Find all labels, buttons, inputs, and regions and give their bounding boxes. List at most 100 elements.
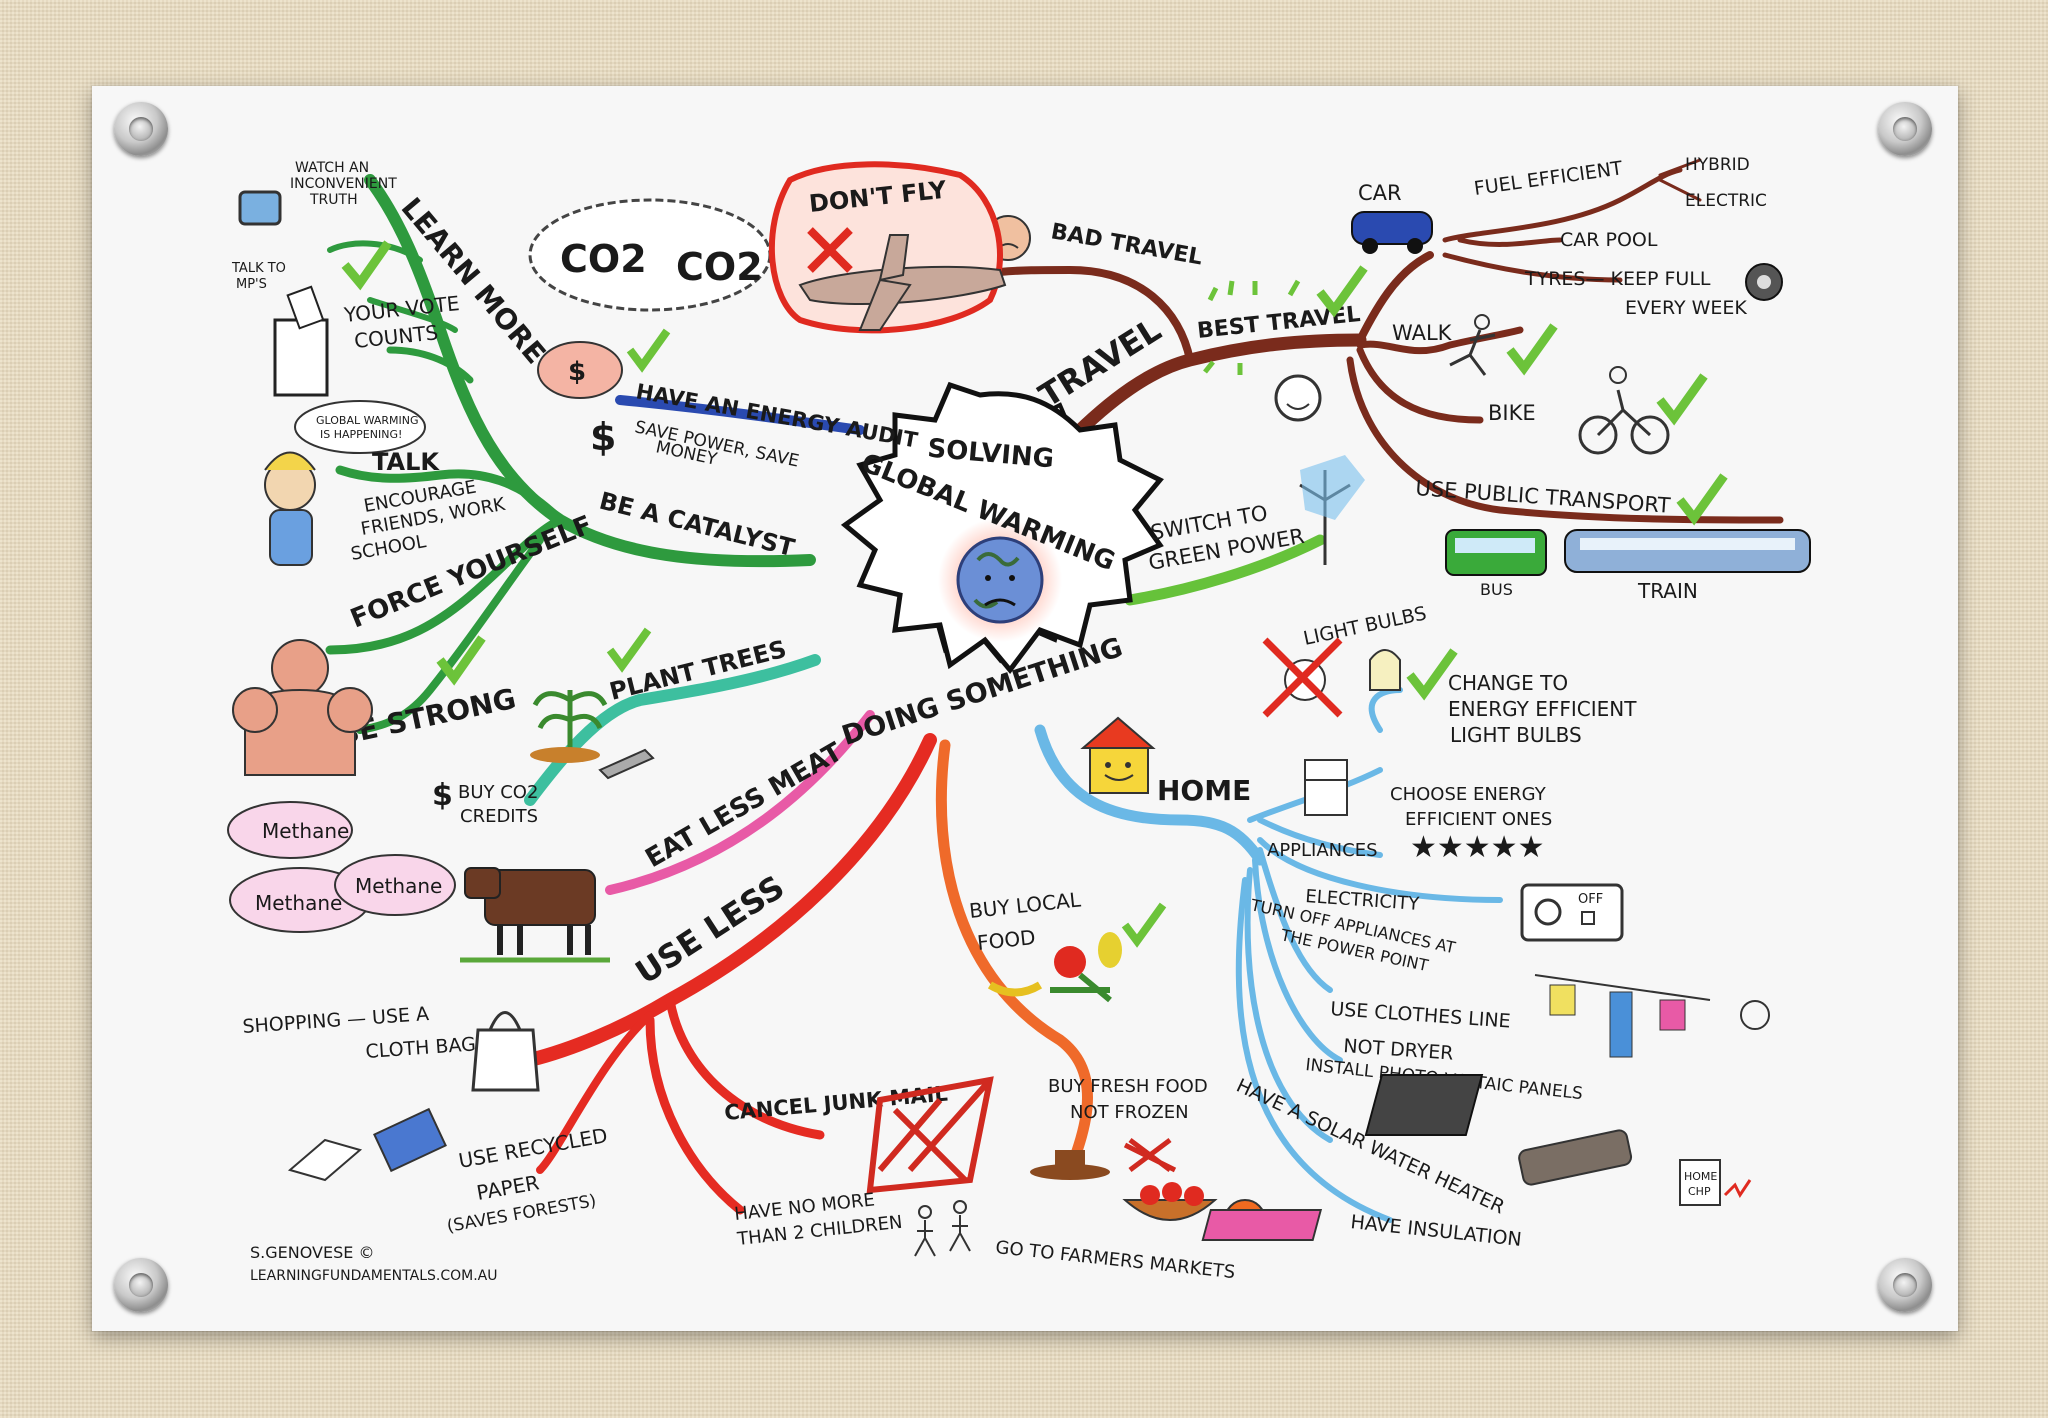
piggy-bank-icon — [537, 341, 623, 399]
methane-cloud — [227, 801, 353, 859]
use-less-group: USE LESS SHOPPING — USE A CLOTH BAG USE … — [242, 868, 994, 1257]
fresh-food-line1: BUY FRESH FOOD — [1048, 1076, 1208, 1097]
chp-line2: CHP — [1688, 1185, 1711, 1198]
fridge-icon — [1304, 759, 1348, 816]
junk-mail-label: CANCEL JUNK MAIL — [723, 1082, 948, 1125]
credits-line1: BUY CO2 — [458, 782, 538, 803]
check-icon — [1676, 473, 1728, 526]
shopping-line1: SHOPPING — USE A — [242, 1003, 430, 1038]
ballot-box-icon — [273, 318, 329, 397]
watch-line2: INCONVENIENT — [290, 176, 397, 192]
strongman-icon — [271, 639, 329, 697]
change-line2: ENERGY EFFICIENT — [1448, 697, 1637, 721]
methane-text-3: Methane — [355, 874, 442, 898]
change-line1: CHANGE TO — [1448, 671, 1568, 695]
home-label: HOME — [1157, 774, 1251, 807]
house-icon — [1080, 716, 1156, 749]
cloth-bag-icon — [471, 1028, 540, 1092]
bicycle-icon — [1578, 415, 1618, 455]
grommet-top-right — [1878, 102, 1932, 156]
paper-line2: PAPER — [475, 1170, 541, 1205]
travel-label: TRAVEL — [1032, 310, 1168, 414]
dollar-icon: $ — [590, 415, 616, 459]
energy-audit-group: $ HAVE AN ENERGY AUDIT SAVE POWER, SAVE … — [537, 328, 920, 472]
co2-text-1: CO2 — [560, 237, 647, 281]
paper-line1: USE RECYCLED — [457, 1123, 610, 1173]
check-icon — [341, 240, 392, 291]
speech-line2: IS HAPPENING! — [320, 428, 402, 441]
paper-icon — [287, 1138, 363, 1182]
speech-line1: GLOBAL WARMING — [316, 414, 419, 427]
dont-fly-cross-icon — [807, 227, 853, 273]
vegetable-icon — [1050, 972, 1112, 1003]
change-line3: LIGHT BULBS — [1450, 723, 1582, 747]
check-icon — [1506, 323, 1558, 376]
co2-text-2: CO2 — [676, 245, 763, 289]
spark-icon — [1723, 1179, 1752, 1198]
center-line3: DOING SOMETHING — [838, 632, 1126, 752]
fresh-food-line2: NOT FROZEN — [1070, 1102, 1189, 1123]
methane-text-1: Methane — [262, 819, 349, 843]
check-icon — [1406, 648, 1458, 701]
check-icon — [1316, 265, 1368, 318]
author-credit: S.GENOVESE © — [250, 1243, 374, 1262]
tyres-line2: EVERY WEEK — [1625, 297, 1747, 319]
junk-mail-cross-icon — [866, 1076, 994, 1194]
trowel-icon — [598, 748, 655, 780]
encourage-line3: SCHOOL — [349, 531, 427, 565]
check-icon — [606, 627, 652, 673]
carpool-label: CAR POOL — [1560, 229, 1658, 251]
local-food-line1: BUY LOCAL — [968, 887, 1083, 923]
apple-icon — [1054, 946, 1086, 978]
happy-face-icon — [1274, 374, 1322, 422]
grommet-bottom-left — [114, 1258, 168, 1312]
sad-earth-icon — [956, 536, 1044, 624]
pear-icon — [1098, 932, 1122, 968]
solar-panel-icon — [1364, 1074, 1484, 1136]
chp-line1: HOME — [1684, 1170, 1717, 1183]
grommet-top-left — [114, 102, 168, 156]
bike-label: BIKE — [1488, 401, 1536, 425]
site-credit: LEARNINGFUNDAMENTALS.COM.AU — [250, 1268, 497, 1284]
appliances-label: APPLIANCES — [1267, 840, 1378, 861]
watch-line3: TRUTH — [309, 192, 358, 208]
center-node: SOLVING GLOBAL WARMING DOING SOMETHING — [838, 381, 1164, 752]
train-label: TRAIN — [1637, 579, 1698, 603]
banana-icon — [987, 981, 1043, 997]
paper-line3: (SAVES FORESTS) — [445, 1191, 597, 1237]
hybrid-label: HYBRID — [1685, 155, 1750, 175]
markets-label: GO TO FARMERS MARKETS — [994, 1237, 1236, 1283]
credits-line2: CREDITS — [460, 806, 538, 827]
choose-line1: CHOOSE ENERGY — [1390, 784, 1547, 805]
recycled-paper-icon — [373, 1107, 447, 1173]
piggy-dollar: $ — [568, 357, 586, 387]
check-icon — [1121, 902, 1167, 948]
grass-icon — [1203, 279, 1301, 375]
branch-lines — [325, 158, 1784, 1223]
fuel-efficient-label: FUEL EFFICIENT — [1473, 157, 1625, 200]
methane-text-2: Methane — [255, 891, 342, 915]
grommet-bottom-right — [1878, 1258, 1932, 1312]
tv-icon — [238, 190, 282, 226]
home-group: HOME LIGHT BULBS CHANGE TO ENERGY EFFICI… — [1080, 602, 1770, 1251]
check-icon — [1656, 373, 1708, 426]
choose-line2: EFFICIENT ONES — [1405, 809, 1552, 830]
bus-label: BUS — [1480, 580, 1513, 599]
chp-unit-icon — [1679, 1159, 1721, 1206]
catalyst-group: TALK ENCOURAGE FRIENDS, WORK SCHOOL BE A… — [232, 448, 798, 776]
green-power-group: SWITCH TO GREEN POWER — [1147, 455, 1365, 575]
efficient-bulb-icon — [1369, 649, 1401, 691]
car-label: CAR — [1358, 181, 1402, 205]
children-icon — [914, 1215, 971, 1257]
methane-cloud — [334, 854, 456, 916]
check-icon — [626, 328, 671, 373]
sun-icon — [1740, 1000, 1770, 1030]
eat-less-label: EAT LESS MEAT — [641, 737, 848, 874]
basket-icon — [1122, 1199, 1218, 1221]
insulation-icon — [1201, 1209, 1323, 1241]
car-icon — [1351, 211, 1433, 245]
check-icon — [436, 635, 486, 686]
talk-mps-line2: MP'S — [236, 277, 267, 292]
clothes-line1: USE CLOTHES LINE — [1330, 998, 1512, 1033]
